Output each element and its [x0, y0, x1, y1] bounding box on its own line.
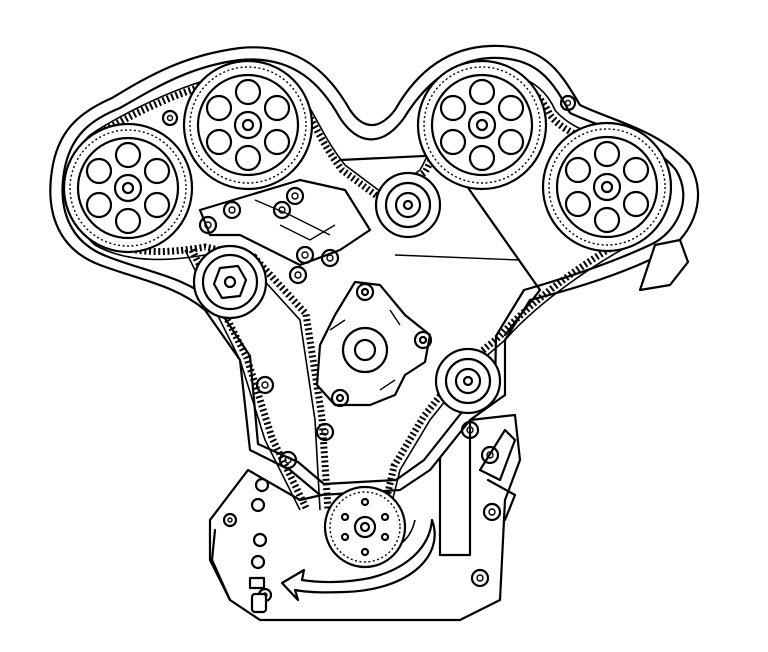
crank-rotation-arrow-icon	[280, 518, 436, 602]
camshaft-sprocket-right-outer	[541, 121, 673, 253]
water-pump	[315, 280, 433, 408]
right-idler-pulley	[434, 347, 502, 415]
center-bracket	[198, 153, 542, 337]
left-tensioner-pulley	[192, 244, 268, 320]
dipstick-chain	[248, 477, 270, 614]
camshaft-sprocket-left-inner	[182, 59, 314, 191]
center-top-idler-pulley	[374, 171, 442, 239]
camshaft-sprocket-right-inner	[416, 59, 548, 191]
timing-cover-outline	[49, 44, 700, 497]
camshaft-sprocket-left-outer	[62, 122, 194, 254]
crankshaft-sprocket	[323, 485, 407, 569]
